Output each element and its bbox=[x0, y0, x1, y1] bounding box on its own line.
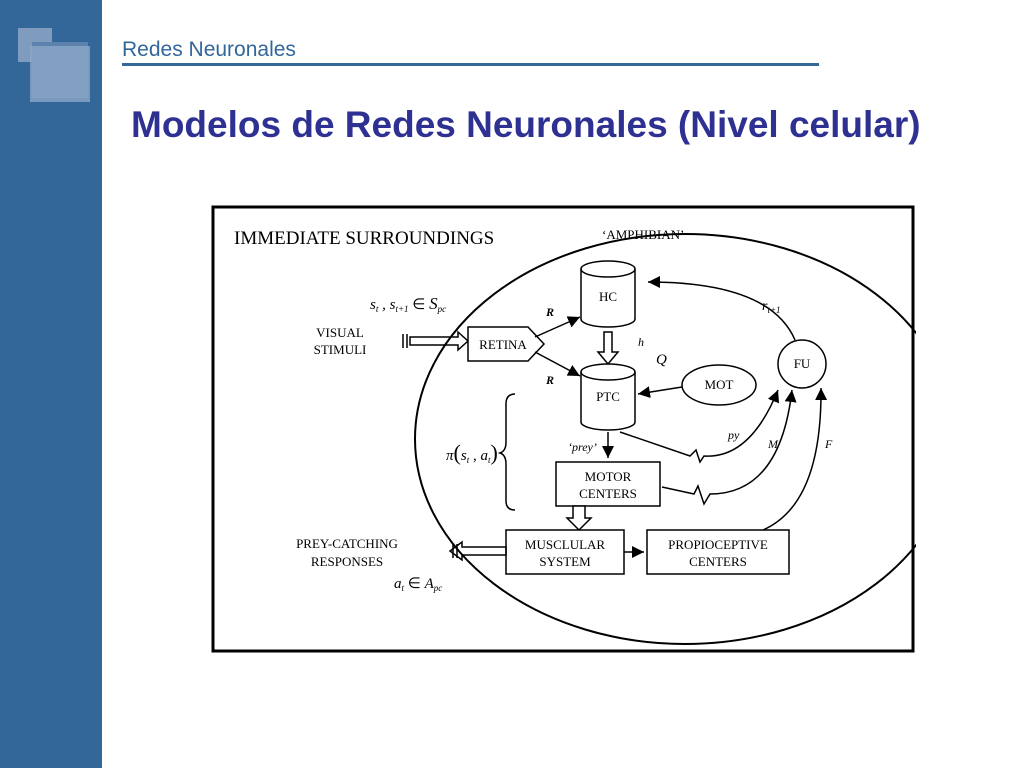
fu-circle bbox=[777, 339, 827, 389]
amphibian-label: ‘AMPHIBIAN’ bbox=[602, 227, 684, 242]
state-sub1: t bbox=[376, 304, 379, 314]
mot-ellipse bbox=[681, 364, 757, 406]
policy-open: ( bbox=[454, 440, 461, 465]
reward-r: r bbox=[762, 299, 768, 314]
label-reward: rt+1 bbox=[762, 299, 781, 315]
policy-bracket bbox=[497, 393, 516, 511]
prey-catching-line1: PREY-CATCHING bbox=[296, 536, 398, 551]
surroundings-label: IMMEDIATE SURROUNDINGS bbox=[234, 228, 494, 249]
ptc-cylinder bbox=[580, 363, 636, 431]
sidebar-band bbox=[0, 0, 102, 768]
propioceptive-line2: CENTERS bbox=[689, 554, 747, 569]
action-a: a bbox=[394, 576, 402, 592]
page-title: Modelos de Redes Neuronales (Nivel celul… bbox=[131, 104, 921, 145]
arrow-motor-muscular bbox=[565, 505, 593, 532]
diagram-frame bbox=[211, 205, 915, 653]
response-arrow bbox=[448, 540, 507, 562]
label-prey: ‘prey’ bbox=[568, 440, 597, 454]
policy-comma: , bbox=[469, 448, 480, 464]
amphibian-ellipse bbox=[414, 233, 916, 645]
propioceptive-line1: PROPIOCEPTIVE bbox=[668, 537, 768, 552]
action-A: A bbox=[424, 576, 435, 592]
motor-centers-line1: MOTOR bbox=[585, 469, 632, 484]
arrow-propio-fu-f bbox=[762, 387, 828, 531]
state-s2: s bbox=[390, 297, 396, 313]
label-py: py bbox=[727, 428, 740, 442]
policy-close: ) bbox=[490, 440, 497, 465]
reward-sub: t+1 bbox=[767, 305, 780, 315]
state-formula: st , st+1 ∈ Spc bbox=[370, 294, 446, 314]
label-r-top: R bbox=[545, 305, 554, 319]
propioceptive-box bbox=[646, 529, 790, 575]
state-sub2: t+1 bbox=[395, 304, 408, 314]
state-in: ∈ bbox=[409, 297, 430, 313]
state-S: S bbox=[429, 294, 438, 313]
visual-stimuli-line1: VISUAL bbox=[316, 325, 364, 340]
fu-label: FU bbox=[794, 356, 811, 371]
motor-centers-line2: CENTERS bbox=[579, 486, 637, 501]
label-f: F bbox=[824, 437, 833, 451]
arrow-retina-ptc bbox=[534, 351, 581, 377]
arrow-retina-hc bbox=[534, 316, 581, 338]
action-subA: pc bbox=[433, 583, 443, 593]
action-in: ∈ bbox=[404, 576, 425, 592]
ptc-label: PTC bbox=[596, 389, 620, 404]
hc-cylinder bbox=[580, 260, 636, 328]
deco-square-bottom bbox=[30, 46, 90, 102]
label-h: h bbox=[638, 335, 644, 349]
visual-stimuli-line2: STIMULI bbox=[314, 342, 367, 357]
amphibian-model-diagram: IMMEDIATE SURROUNDINGS ‘AMPHIBIAN’ st , … bbox=[211, 205, 916, 653]
label-q: Q bbox=[656, 352, 667, 368]
header-rule bbox=[122, 63, 819, 66]
policy-s: s bbox=[461, 448, 467, 464]
retina-label: RETINA bbox=[479, 337, 527, 352]
section-header: Redes Neuronales bbox=[122, 38, 296, 61]
mot-label: MOT bbox=[705, 377, 734, 392]
muscular-system-line2: SYSTEM bbox=[539, 554, 591, 569]
motor-centers-box bbox=[555, 461, 661, 507]
state-s1: s bbox=[370, 297, 376, 313]
hc-label: HC bbox=[599, 289, 617, 304]
muscular-system-box bbox=[505, 529, 625, 575]
policy-subs: t bbox=[467, 455, 470, 465]
prey-catching-line2: RESPONSES bbox=[311, 554, 383, 569]
arrow-ptc-fu-py bbox=[619, 389, 780, 464]
policy-suba: t bbox=[488, 455, 491, 465]
policy-a: a bbox=[480, 448, 488, 464]
arrow-fu-hc bbox=[647, 276, 796, 341]
action-formula: at ∈ Apc bbox=[394, 576, 442, 593]
action-sub: t bbox=[402, 583, 405, 593]
policy-formula: π(st , at) bbox=[446, 440, 498, 465]
muscular-system-line1: MUSCLULAR bbox=[525, 537, 606, 552]
arrow-mot-ptc bbox=[637, 386, 683, 399]
policy-pi: π bbox=[446, 448, 454, 464]
arrow-hc-ptc bbox=[596, 331, 620, 366]
label-r-bottom: R bbox=[545, 373, 554, 387]
stimulus-arrow bbox=[402, 330, 470, 352]
arrow-motor-fu-m bbox=[661, 389, 797, 506]
state-sep: , bbox=[378, 297, 389, 313]
state-subS: pc bbox=[437, 304, 447, 314]
label-m: M bbox=[767, 437, 779, 451]
